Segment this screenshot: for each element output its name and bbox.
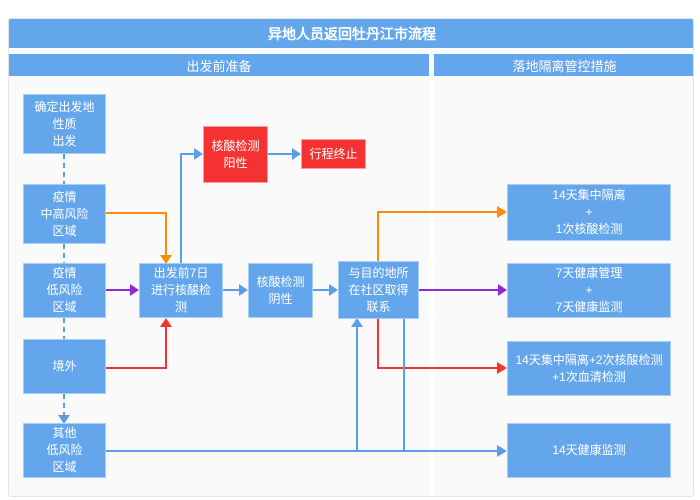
connector-midhigh-to-test bbox=[106, 212, 172, 264]
node-text-line: 区域 bbox=[52, 460, 77, 474]
section-header-departure-prep: 出发前准备 bbox=[9, 54, 429, 76]
node-text-line: 中高风险 bbox=[40, 206, 89, 221]
flowchart-frame: 异地人员返回牡丹江市流程 出发前准备 落地隔离管控措施 bbox=[8, 18, 694, 497]
node-text-line: 1次核酸检测 bbox=[555, 222, 623, 236]
node-text-line: 7天健康管理 bbox=[555, 266, 623, 280]
page-title: 异地人员返回牡丹江市流程 bbox=[9, 19, 693, 48]
connector-community-to-quarantine14-serum bbox=[377, 319, 507, 374]
connector-test-to-negative bbox=[223, 284, 248, 296]
node-text-line: 确定出发地 bbox=[34, 99, 95, 114]
node-contact-destination-community: 与目的地所在社区取得联系 bbox=[338, 261, 419, 319]
node-text-line: +1次血清检测 bbox=[552, 369, 626, 384]
node-text-line: 疫情 bbox=[52, 266, 77, 280]
title-header-gap bbox=[9, 48, 693, 54]
node-text-line: 与目的地所 bbox=[348, 265, 409, 280]
node-mid-high-risk-area: 疫情中高风险区域 bbox=[23, 184, 106, 244]
node-text-line: 测 bbox=[174, 300, 187, 314]
node-text-line: 出发 bbox=[52, 133, 77, 148]
connector-test-to-positive bbox=[180, 148, 203, 263]
node-other-low-risk-area: 其他低风险区域 bbox=[23, 423, 106, 478]
node-text-line: 低风险 bbox=[46, 283, 83, 297]
node-nucleic-test-before-departure: 出发前7日进行核酸检测 bbox=[139, 263, 223, 318]
node-text-line: 疫情 bbox=[52, 189, 77, 204]
node-text-line: + bbox=[585, 283, 593, 297]
node-text-line: 出发前7日 bbox=[153, 266, 209, 280]
node-trip-terminated: 行程终止 bbox=[301, 139, 366, 169]
node-text-line: 境外 bbox=[52, 359, 77, 373]
node-text-line: 14天健康监测 bbox=[552, 443, 626, 457]
node-test-negative: 核酸检测阴性 bbox=[248, 263, 313, 318]
node-measure-14d-quarantine-2tests-serum: 14天集中隔离+2次核酸检测 +1次血清检测 bbox=[507, 341, 671, 396]
connector-overseas-to-test bbox=[106, 318, 172, 369]
node-text-line: 联系 bbox=[366, 299, 391, 314]
node-test-positive: 核酸检测阳性 bbox=[203, 126, 268, 183]
connector-otherlow-to-monitor14 bbox=[106, 445, 507, 457]
node-text-line: 7天健康监测 bbox=[555, 300, 623, 314]
node-text-line: 14天集中隔离+2次核酸检测 bbox=[515, 352, 663, 367]
node-text-line: 阳性 bbox=[223, 155, 248, 170]
section-header-quarantine-measures: 落地隔离管控措施 bbox=[434, 54, 693, 76]
node-text-line: 在社区取得 bbox=[348, 282, 409, 297]
node-low-risk-area: 疫情低风险区域 bbox=[23, 263, 106, 318]
node-measure-14d-quarantine-1test: 14天集中隔离 +1次核酸检测 bbox=[507, 184, 671, 241]
node-text-line: 阴性 bbox=[268, 291, 293, 306]
node-text-line: 性质 bbox=[52, 116, 77, 131]
node-text-line: 核酸检测 bbox=[256, 274, 305, 289]
node-measure-7d-management-7d-monitor: 7天健康管理 +7天健康监测 bbox=[507, 263, 671, 318]
connector-lowrisk-to-test bbox=[106, 284, 139, 296]
node-text-line: 进行核酸检 bbox=[150, 283, 211, 297]
node-origin: 确定出发地性质出发 bbox=[23, 94, 106, 154]
node-measure-14d-health-monitor: 14天健康监测 bbox=[507, 423, 671, 478]
node-text-line: 核酸检测 bbox=[211, 138, 260, 153]
node-text-line: 行程终止 bbox=[309, 146, 358, 161]
node-text-line: + bbox=[585, 205, 593, 219]
connector-negative-to-community bbox=[313, 284, 338, 296]
node-text-line: 低风险 bbox=[46, 443, 83, 457]
connector-community-to-quarantine14 bbox=[377, 206, 507, 261]
node-text-line: 区域 bbox=[52, 300, 77, 314]
connector-positive-to-terminated bbox=[268, 148, 301, 160]
column-divider bbox=[429, 76, 434, 496]
connector-otherlow-up-to-community bbox=[351, 318, 363, 451]
node-text-line: 14天集中隔离 bbox=[552, 188, 626, 202]
node-text-line: 其他 bbox=[52, 426, 77, 440]
node-text-line: 区域 bbox=[52, 223, 77, 238]
node-overseas: 境外 bbox=[23, 339, 106, 394]
